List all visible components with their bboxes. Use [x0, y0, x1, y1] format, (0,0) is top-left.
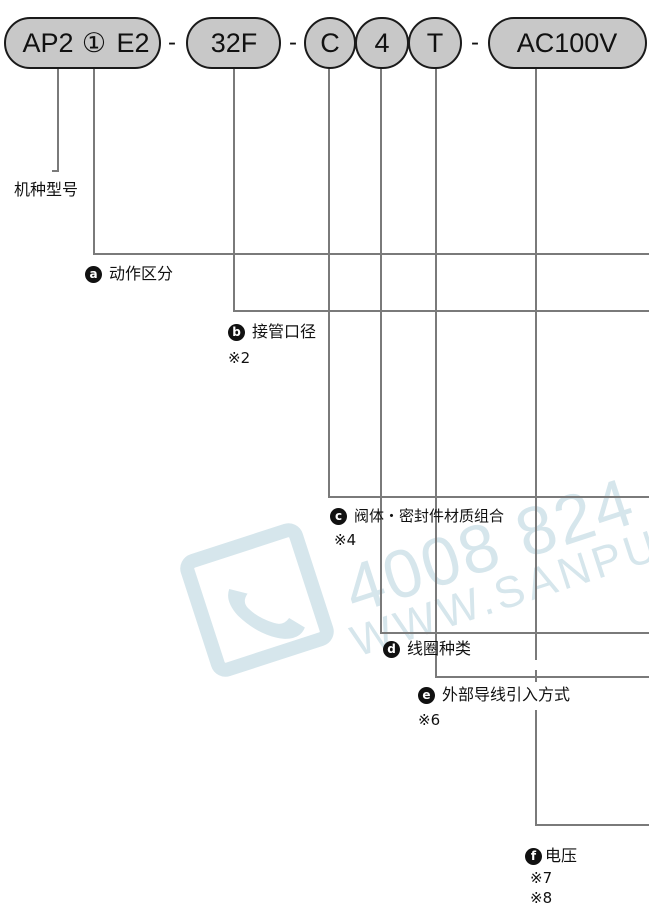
connector-f: [535, 68, 649, 826]
model-code-pills: AP2 ① E2 - 32F - C 4 T - AC100V: [4, 17, 647, 69]
badge-d-icon: d: [383, 640, 400, 658]
pill-port: [186, 17, 281, 69]
badge-c-icon: c: [330, 507, 347, 525]
label-f-text: 电压: [545, 846, 578, 865]
connector-e: [435, 68, 649, 678]
label-e-text: 外部导线引入方式: [442, 685, 571, 704]
pill-material-text: C: [320, 28, 340, 58]
badge-a-icon: a: [85, 265, 102, 283]
badge-e-icon: e: [418, 686, 435, 704]
phone-watermark-icon: [180, 523, 334, 677]
pill-lead: [408, 17, 462, 69]
label-d: d 线圈种类: [383, 639, 471, 659]
pill-base-text: AP2: [22, 28, 73, 58]
note-c-1: ※4: [334, 531, 357, 549]
label-d-text: 线圈种类: [407, 639, 472, 658]
connector-b: [233, 68, 649, 312]
pill-base: [4, 17, 161, 69]
label-a-text: 动作区分: [109, 264, 174, 283]
pill-base2-text: E2: [116, 28, 149, 58]
separator-3: -: [471, 29, 479, 56]
badge-b-icon: b: [228, 323, 245, 341]
separator-2: -: [289, 29, 297, 56]
label-e: e 外部导线引入方式: [418, 685, 570, 705]
note-f-1: ※7: [530, 869, 553, 887]
badge-f-icon: f: [525, 847, 542, 865]
label-c: c 阀体・密封件材质组合: [330, 506, 504, 526]
connector-model: [52, 68, 59, 172]
connector-c: [328, 68, 649, 498]
pill-coil-text: 4: [374, 28, 389, 58]
pill-voltage: [488, 17, 647, 69]
pill-lead-text: T: [427, 28, 444, 58]
connector-a: [93, 68, 649, 255]
separator-1: -: [168, 29, 176, 56]
label-a: a 动作区分: [85, 264, 173, 284]
label-model-text: 机种型号: [14, 180, 79, 199]
pill-port-text: 32F: [211, 28, 258, 58]
pill-action-text: ①: [82, 28, 106, 58]
label-c-text: 阀体・密封件材质组合: [354, 507, 505, 525]
pill-voltage-text: AC100V: [517, 28, 618, 58]
label-b-text: 接管口径: [252, 322, 317, 341]
label-model: 机种型号: [14, 180, 78, 200]
connector-d: [380, 68, 649, 634]
note-e-1: ※6: [418, 711, 441, 729]
note-f-2: ※8: [530, 889, 553, 907]
label-f: f 电压: [525, 846, 577, 866]
label-b: b 接管口径: [228, 322, 316, 342]
note-b-1: ※2: [228, 349, 251, 367]
